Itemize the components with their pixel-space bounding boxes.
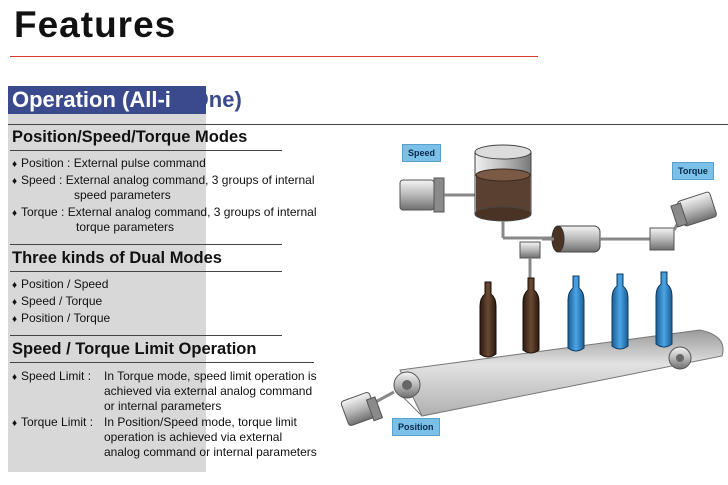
speed-limit-label: ♦Speed Limit : [12,368,91,386]
dual-item-3-text: Position / Torque [21,311,111,325]
position-motor [340,390,395,427]
limit-heading-rule [10,362,314,363]
dual-heading-rule [10,271,282,272]
bullet-icon: ♦ [12,418,18,429]
mode-item-torque-cont: torque parameters [76,220,175,234]
torque-limit-label: ♦Torque Limit : [12,414,93,432]
title-rule [10,56,538,57]
dual-heading: Three kinds of Dual Modes [12,249,222,267]
speed-limit-line-3: or internal parameters [104,399,222,413]
bottle-brown-1 [479,281,497,358]
bullet-icon: ♦ [12,159,18,170]
mode-item-speed: ♦Speed : External analog command, 3 grou… [12,172,315,190]
bullet-icon: ♦ [12,297,18,308]
section-header-part2: n-One) [170,87,242,112]
torque-motor [649,191,717,251]
bullet-icon: ♦ [12,208,18,219]
speed-limit-line-1: In Torque mode, speed limit operation is [104,369,317,383]
mode-item-position-text: Position : External pulse command [21,156,206,170]
bottle-blue-3 [655,271,673,348]
speed-motor [399,177,476,213]
machine-illustration: Speed Torque Position [330,130,728,460]
drive-drum [542,225,652,253]
modes-heading: Position/Speed/Torque Modes [12,128,248,146]
conveyor-belt [393,329,724,417]
dual-item-2: ♦Speed / Torque [12,293,102,311]
speed-label: Speed [402,144,442,162]
dual-item-3: ♦Position / Torque [12,310,110,328]
bottle-blue-2 [611,273,629,350]
machine-illustration-svg [340,144,724,427]
torque-limit-label-text: Torque Limit : [21,415,94,429]
modes-heading-rule [10,150,282,151]
bullet-icon: ♦ [12,280,18,291]
mode-item-speed-text: Speed : External analog command, 3 group… [21,173,315,187]
page-title: Features [14,4,177,45]
speed-limit-label-text: Speed Limit : [21,369,92,383]
bottles [479,271,673,358]
bullet-icon: ♦ [12,176,18,187]
limit-top-rule [10,335,282,336]
mode-item-position: ♦Position : External pulse command [12,155,206,173]
torque-label: Torque [672,162,714,180]
bottle-blue-1 [567,275,585,352]
gearbox-left [519,241,541,259]
dual-item-2-text: Speed / Torque [21,294,103,308]
position-label: Position [392,418,440,436]
dual-item-1-text: Position / Speed [21,277,109,291]
bullet-icon: ♦ [12,314,18,325]
section-rule [8,124,728,125]
section-header: Operation (All-in-One) [8,86,242,114]
torque-limit-line-1: In Position/Speed mode, torque limit [104,415,297,429]
mode-item-torque: ♦Torque : External analog command, 3 gro… [12,204,317,222]
speed-limit-line-2: achieved via external analog command [104,384,313,398]
limit-heading: Speed / Torque Limit Operation [12,340,257,358]
section-header-part1: Operation (All-i [12,87,171,112]
bottle-brown-2 [522,277,540,354]
bullet-icon: ♦ [12,372,18,383]
torque-limit-line-2: operation is achieved via external [104,430,283,444]
dual-top-rule [10,244,282,245]
mode-item-torque-text: Torque : External analog command, 3 grou… [21,205,317,219]
torque-limit-line-3: analog command or internal parameters [104,445,317,459]
mixing-tank [474,144,554,240]
mode-item-speed-cont: speed parameters [74,188,171,202]
dual-item-1: ♦Position / Speed [12,276,108,294]
